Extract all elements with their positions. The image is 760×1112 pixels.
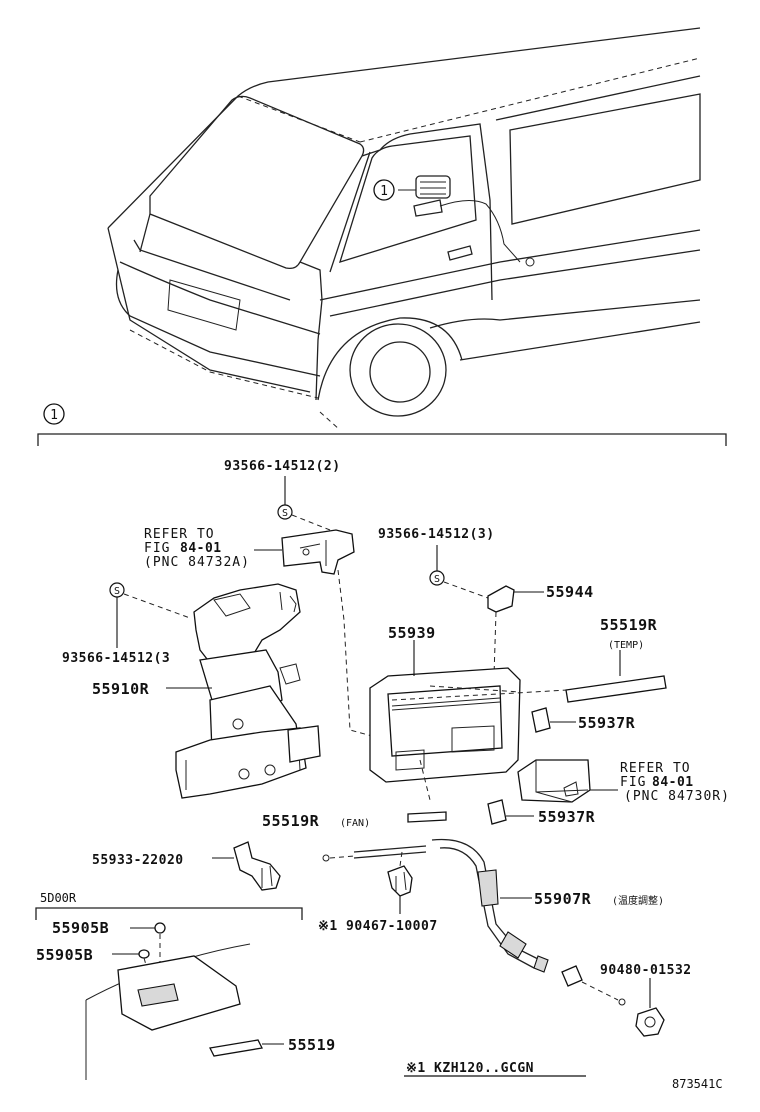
van-illustration xyxy=(107,27,701,431)
bolt-left-symbol: S xyxy=(109,582,191,648)
label-refer-top: REFER TO FIG 84-01 (PNC 84732A) xyxy=(144,527,250,570)
part-55910R-bracket xyxy=(166,583,321,799)
label-part-55519: 55519 xyxy=(288,1036,336,1054)
section-marker-1: 1 xyxy=(43,403,65,425)
svg-text:1: 1 xyxy=(380,184,388,199)
label-inset-5D00R: 5D00R xyxy=(40,891,77,905)
label-part-55937R-a: 55937R xyxy=(578,714,636,732)
upper-bracket xyxy=(254,529,355,575)
bolt-top-symbol: S xyxy=(277,476,331,531)
svg-text:(FAN): (FAN) xyxy=(340,818,370,829)
label-part-55937R-b: 55937R xyxy=(538,808,596,826)
label-part-55944: 55944 xyxy=(546,583,594,601)
callout-marker-1: 1 xyxy=(373,179,395,201)
svg-text:(PNC 84730R): (PNC 84730R) xyxy=(624,789,730,804)
part-90467-10007 xyxy=(387,851,413,914)
label-part-55519R-temp: 55519R xyxy=(600,616,658,634)
section-bracket xyxy=(37,433,727,446)
part-55939-bezel xyxy=(369,640,521,783)
inset-5D00R xyxy=(85,922,284,1080)
svg-text:55907R: 55907R xyxy=(534,890,592,908)
svg-text:84-01: 84-01 xyxy=(180,541,222,556)
heater-control-module xyxy=(517,759,618,803)
svg-text:(PNC 84732A): (PNC 84732A) xyxy=(144,555,250,570)
bezel-dash-links xyxy=(391,685,569,801)
svg-text:FIG: FIG xyxy=(620,775,646,790)
svg-text:84-01: 84-01 xyxy=(652,775,694,790)
part-55907R-cable xyxy=(322,838,549,973)
svg-text:S: S xyxy=(114,586,120,597)
part-55937R-b xyxy=(487,799,534,825)
label-bolt-left: 93566-14512(3 xyxy=(62,651,170,666)
bracket-dash-link xyxy=(337,569,373,737)
label-refer-right: REFER TO FIG 84-01 (PNC 84730R) xyxy=(620,761,730,804)
label-bolt-right: 93566-14512(3) xyxy=(378,527,495,542)
svg-text:(温度調整): (温度調整) xyxy=(612,894,664,907)
part-55519R-fan-strip xyxy=(407,811,447,823)
svg-text:REFER TO: REFER TO xyxy=(144,527,215,542)
part-90480-01532 xyxy=(561,965,665,1037)
part-55519R-temp-strip xyxy=(565,650,667,703)
part-55933-22020 xyxy=(212,841,281,891)
inset-bracket xyxy=(35,907,303,920)
label-part-55905B-b: 55905B xyxy=(36,946,93,964)
label-part-55907R: 55907R (温度調整) xyxy=(534,890,664,908)
svg-text:REFER TO: REFER TO xyxy=(620,761,691,776)
part-55937R-a xyxy=(531,707,576,733)
label-part-55905B-a: 55905B xyxy=(52,919,109,937)
svg-text:55519R: 55519R xyxy=(262,812,320,830)
bolt-right-symbol: S xyxy=(429,545,489,599)
label-part-90467-10007: ※1 90467-10007 xyxy=(318,919,438,934)
svg-text:1: 1 xyxy=(50,408,58,423)
part-55944-clip xyxy=(487,585,544,677)
label-footnote: ※1 KZH120..GCGN xyxy=(406,1061,534,1076)
label-part-55933-22020: 55933-22020 xyxy=(92,853,184,868)
label-part-55910R: 55910R xyxy=(92,680,150,698)
label-drawing-code: 873541C xyxy=(672,1077,723,1091)
label-part-55939: 55939 xyxy=(388,624,436,642)
label-bolt-top: 93566-14512(2) xyxy=(224,459,341,474)
label-part-90480-01532: 90480-01532 xyxy=(600,963,692,978)
svg-text:S: S xyxy=(434,574,440,585)
label-temp-note: (TEMP) xyxy=(608,640,644,651)
svg-text:S: S xyxy=(282,508,288,519)
label-part-55519R-fan: 55519R (FAN) xyxy=(262,812,370,830)
svg-text:FIG: FIG xyxy=(144,541,170,556)
